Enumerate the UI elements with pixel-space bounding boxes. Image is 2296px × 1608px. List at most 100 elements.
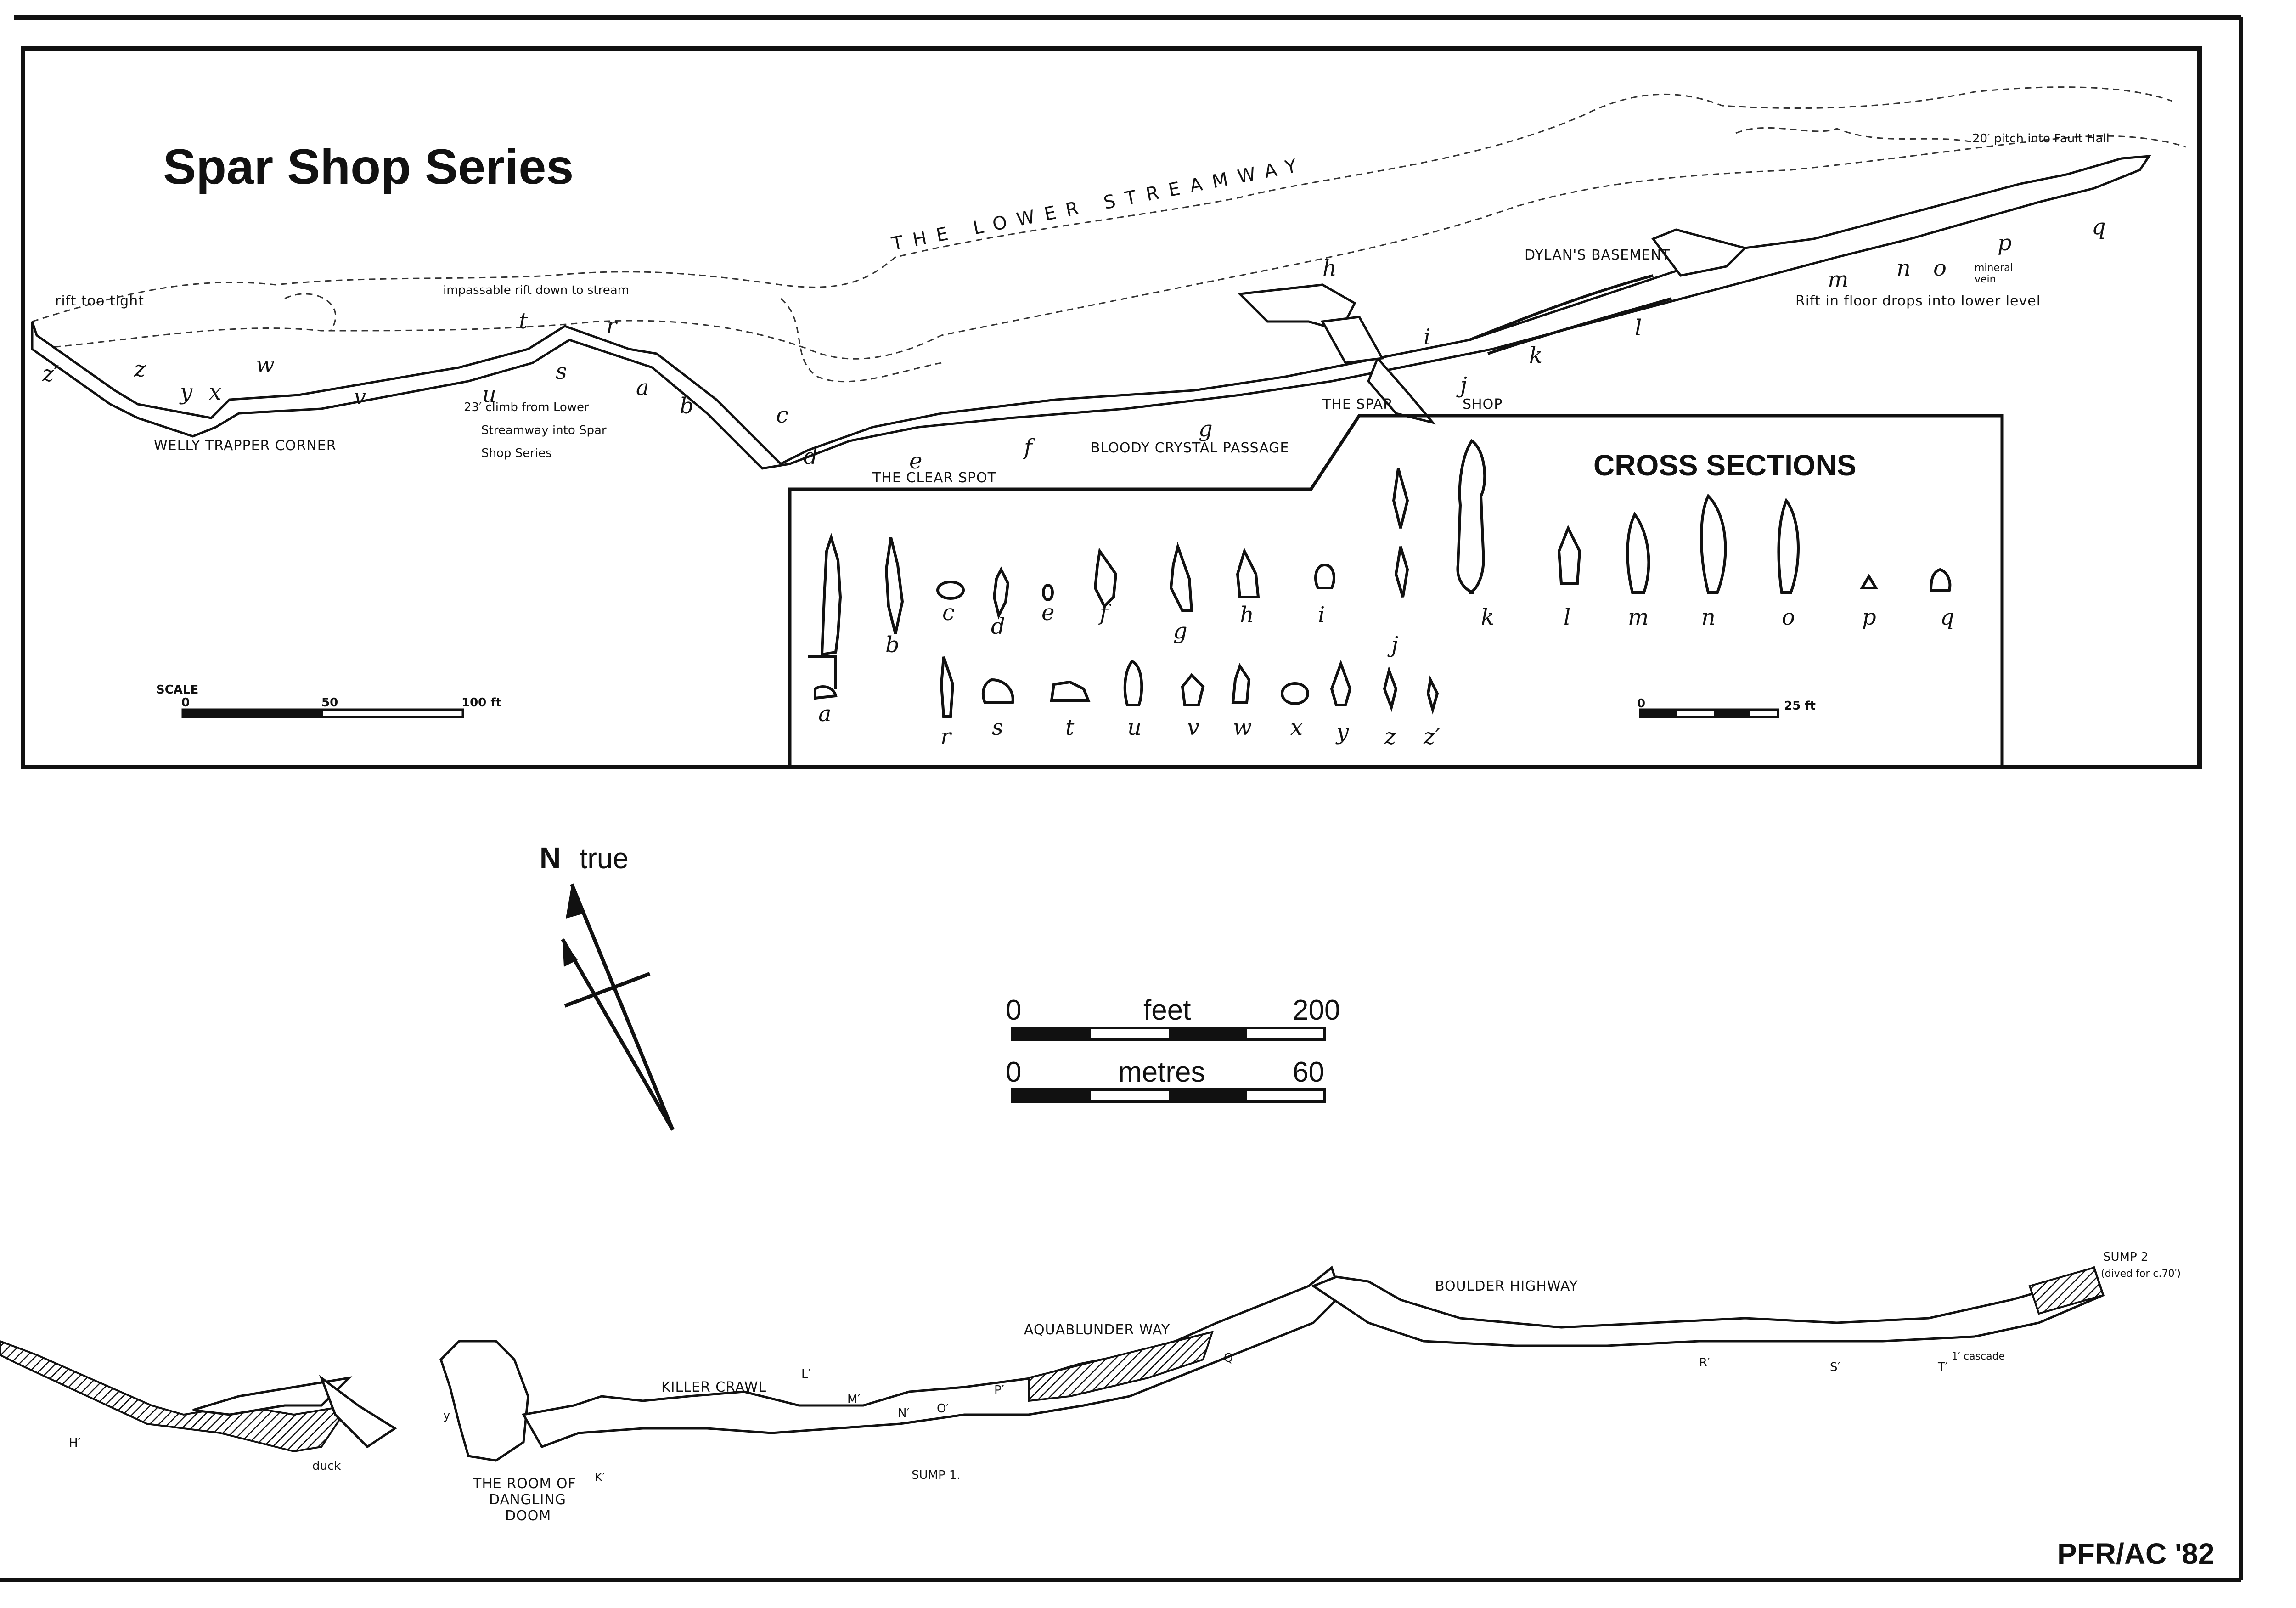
xs-label-d: d — [991, 614, 1005, 639]
xs-label-x: x — [1290, 715, 1303, 740]
station-l-prime: L′ — [801, 1367, 810, 1381]
station-lower-y: y — [443, 1409, 450, 1422]
killer-crawl-label: KILLER CRAWL — [661, 1379, 766, 1395]
lower-streamway-label: THE LOWER STREAMWAY — [889, 153, 1308, 255]
station-m: m — [1828, 267, 1849, 293]
station-t-prime: T′ — [1937, 1360, 1948, 1374]
survey-annotations: rift too tight impassable rift down to s… — [55, 132, 2110, 486]
xs-label-z-prime: z′ — [1423, 724, 1440, 750]
xs-label-a: a — [818, 701, 832, 727]
mineral-vein-line1: mineral — [1975, 262, 2013, 274]
xs-label-z: z — [1384, 724, 1396, 750]
station-w: w — [256, 352, 275, 378]
clear-spot-label: THE CLEAR SPOT — [872, 470, 996, 486]
station-z: z — [134, 356, 146, 382]
rift-floor-label: Rift in floor drops into lower level — [1795, 293, 2041, 309]
station-r-prime: R′ — [1699, 1356, 1710, 1370]
spar-shop-label-2: SHOP — [1463, 396, 1503, 412]
xs-label-b: b — [885, 632, 900, 658]
cascade-label: 1′ cascade — [1952, 1351, 2005, 1362]
room-label-line2: DANGLING — [489, 1492, 566, 1508]
station-k-prime: K′ — [595, 1471, 605, 1484]
station-i: i — [1424, 324, 1430, 350]
duck-label: duck — [312, 1459, 341, 1473]
station-g: g — [1199, 416, 1213, 442]
station-o: o — [1933, 255, 1947, 281]
station-l: l — [1635, 315, 1642, 341]
xs-label-y: y — [1335, 719, 1349, 745]
climb-note-line3: Shop Series — [481, 446, 552, 460]
xs-label-r: r — [940, 724, 952, 750]
xs-label-p: p — [1862, 604, 1876, 630]
room-label-line3: DOOM — [505, 1508, 551, 1524]
station-h: h — [1322, 255, 1337, 281]
xs-label-g: g — [1173, 618, 1187, 644]
pitch-note-label: 20′ pitch into Fault Hall — [1972, 132, 2110, 146]
lower-streamway-outline — [32, 86, 2186, 383]
station-q: q — [2092, 214, 2106, 240]
xs-label-l: l — [1564, 604, 1570, 630]
station-b: b — [680, 393, 694, 419]
welly-trapper-label: WELLY TRAPPER CORNER — [154, 438, 337, 454]
xs-label-o: o — [1782, 604, 1795, 630]
station-s-prime: S′ — [1830, 1360, 1840, 1374]
sump2-note-label: (dived for c.70′) — [2101, 1268, 2181, 1280]
station-f: f — [1023, 434, 1035, 460]
station-m-prime: M′ — [847, 1393, 860, 1406]
station-p: p — [1998, 230, 2012, 256]
xs-label-e: e — [1041, 600, 1054, 626]
lower-survey — [0, 1265, 2105, 1462]
station-t: t — [519, 308, 528, 334]
aquablunder-label: AQUABLUNDER WAY — [1024, 1322, 1170, 1338]
main-scale-bars: 0 feet 200 0 metres 60 — [1006, 994, 1340, 1103]
spar-shop-passage — [31, 155, 2151, 470]
mineral-vein-line2: vein — [1975, 274, 1996, 285]
plan-scale-title: SCALE — [156, 683, 198, 697]
metres-scale-end: 60 — [1293, 1056, 1324, 1088]
xs-label-k: k — [1481, 604, 1494, 630]
impassable-rift-label: impassable rift down to stream — [443, 283, 629, 297]
feet-scale-unit: feet — [1143, 994, 1191, 1026]
xs-scale-zero: 0 — [1637, 697, 1645, 711]
sump1-label: SUMP 1. — [912, 1468, 961, 1482]
credit-label: PFR/AC '82 — [2057, 1537, 2214, 1570]
climb-note-line1: 23′ climb from Lower — [464, 401, 589, 414]
station-o-prime: O′ — [937, 1402, 949, 1416]
cross-sections-panel: CROSS SECTIONS a b c d e f g h i j k l m — [788, 414, 2004, 765]
metres-scale-start: 0 — [1006, 1056, 1021, 1088]
plan-scale-bar: SCALE 0 50 100 ft — [156, 683, 501, 718]
rift-too-tight-label: rift too tight — [55, 293, 144, 309]
map-title: Spar Shop Series — [163, 139, 574, 194]
station-z-prime: z′ — [42, 361, 59, 387]
xs-label-q: q — [1940, 604, 1954, 630]
climb-note-line2: Streamway into Spar — [481, 423, 607, 437]
lower-survey-labels: KILLER CRAWL AQUABLUNDER WAY BOULDER HIG… — [69, 1250, 2181, 1524]
north-word: true — [580, 843, 629, 875]
feet-scale-end: 200 — [1293, 994, 1340, 1026]
survey-stations: z′ z y x w v u t s r a b c d e f g h i j… — [42, 214, 2106, 474]
room-label-line1: THE ROOM OF — [473, 1476, 576, 1492]
station-h-prime: H′ — [69, 1436, 81, 1450]
plan-scale-end: 100 ft — [461, 696, 501, 710]
xs-scale-end: 25 ft — [1784, 699, 1816, 713]
feet-scale-start: 0 — [1006, 994, 1021, 1026]
xs-label-v: v — [1187, 715, 1199, 740]
xs-label-j: j — [1387, 632, 1398, 658]
xs-label-i: i — [1318, 602, 1325, 628]
station-u: u — [482, 382, 496, 407]
plan-scale-mid: 50 — [321, 696, 338, 710]
station-a: a — [636, 375, 649, 401]
station-v: v — [354, 384, 366, 410]
plan-scale-zero: 0 — [181, 696, 190, 710]
spar-shop-label-1: THE SPAR — [1322, 396, 1393, 412]
station-p-prime: P′ — [994, 1383, 1004, 1397]
xs-label-n: n — [1701, 604, 1716, 630]
north-arrow: N true — [540, 841, 675, 1131]
station-y: y — [179, 379, 193, 405]
station-n: n — [1896, 255, 1911, 281]
xs-label-s: s — [992, 715, 1003, 740]
station-r: r — [606, 313, 618, 339]
boulder-highway-label: BOULDER HIGHWAY — [1435, 1278, 1578, 1294]
station-q-prime: Q′ — [1224, 1351, 1236, 1365]
